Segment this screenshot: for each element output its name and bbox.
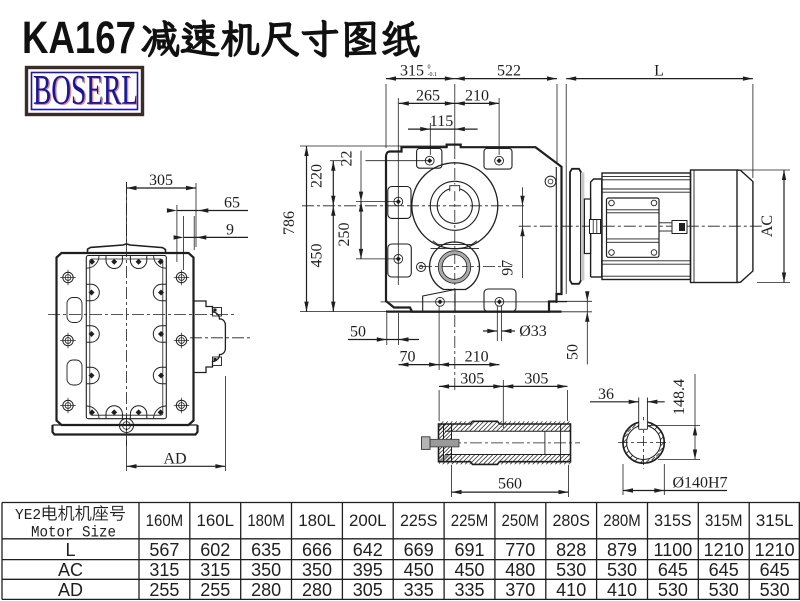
svg-text:280: 280 bbox=[251, 580, 281, 600]
svg-text:315: 315 bbox=[200, 560, 230, 580]
svg-text:YE2: YE2 bbox=[15, 508, 41, 524]
svg-text:BOSERL: BOSERL bbox=[34, 69, 139, 115]
svg-text:220: 220 bbox=[309, 164, 326, 188]
svg-text:36: 36 bbox=[598, 386, 614, 403]
svg-text:65: 65 bbox=[224, 195, 240, 212]
svg-text:9: 9 bbox=[226, 221, 234, 238]
svg-text:1210: 1210 bbox=[755, 540, 795, 560]
svg-text:305: 305 bbox=[460, 370, 484, 387]
svg-text:50: 50 bbox=[565, 344, 582, 360]
svg-text:395: 395 bbox=[353, 560, 383, 580]
svg-text:635: 635 bbox=[251, 540, 281, 560]
svg-text:305: 305 bbox=[353, 580, 383, 600]
svg-text:Ø140H7: Ø140H7 bbox=[672, 475, 727, 492]
svg-text:567: 567 bbox=[149, 540, 179, 560]
svg-text:450: 450 bbox=[454, 560, 484, 580]
svg-text:642: 642 bbox=[353, 540, 383, 560]
svg-text:669: 669 bbox=[404, 540, 434, 560]
svg-text:315M: 315M bbox=[705, 512, 743, 530]
svg-text:AD: AD bbox=[58, 580, 83, 600]
svg-text:335: 335 bbox=[404, 580, 434, 600]
svg-text:770: 770 bbox=[505, 540, 535, 560]
svg-text:160M: 160M bbox=[146, 512, 184, 530]
svg-text:350: 350 bbox=[251, 560, 281, 580]
svg-text:1100: 1100 bbox=[654, 540, 693, 560]
svg-text:522: 522 bbox=[497, 63, 521, 80]
svg-text:250: 250 bbox=[336, 223, 353, 247]
svg-text:-0.1: -0.1 bbox=[428, 72, 438, 78]
svg-text:22: 22 bbox=[339, 151, 356, 167]
svg-text:350: 350 bbox=[302, 560, 332, 580]
svg-text:50: 50 bbox=[350, 324, 366, 341]
svg-text:305: 305 bbox=[149, 172, 173, 189]
svg-text:450: 450 bbox=[404, 560, 434, 580]
svg-text:280S: 280S bbox=[552, 512, 590, 530]
svg-text:480: 480 bbox=[505, 560, 535, 580]
svg-text:530: 530 bbox=[607, 560, 637, 580]
svg-text:160L: 160L bbox=[197, 512, 235, 530]
svg-text:225S: 225S bbox=[400, 512, 438, 530]
svg-text:280: 280 bbox=[302, 580, 332, 600]
svg-text:560: 560 bbox=[498, 476, 522, 493]
svg-text:315S: 315S bbox=[654, 512, 692, 530]
svg-text:AC: AC bbox=[58, 560, 83, 580]
svg-text:280M: 280M bbox=[603, 512, 641, 530]
svg-text:255: 255 bbox=[149, 580, 179, 600]
svg-text:602: 602 bbox=[200, 540, 230, 560]
svg-text:530: 530 bbox=[760, 580, 790, 600]
svg-text:180L: 180L bbox=[298, 512, 336, 530]
svg-text:L: L bbox=[654, 63, 664, 80]
svg-text:786: 786 bbox=[281, 211, 298, 235]
svg-text:AC: AC bbox=[759, 215, 776, 237]
svg-text:315L: 315L bbox=[756, 512, 794, 530]
svg-text:0: 0 bbox=[428, 65, 431, 71]
svg-text:200L: 200L bbox=[349, 512, 387, 530]
svg-text:691: 691 bbox=[454, 540, 484, 560]
svg-text:97: 97 bbox=[499, 260, 516, 276]
svg-text:BOSERL: BOSERL bbox=[33, 68, 138, 114]
svg-text:KA167: KA167 bbox=[22, 12, 136, 63]
svg-text:225M: 225M bbox=[451, 512, 489, 530]
svg-text:180M: 180M bbox=[247, 512, 285, 530]
svg-text:305: 305 bbox=[524, 370, 548, 387]
svg-text:370: 370 bbox=[505, 580, 535, 600]
svg-text:255: 255 bbox=[200, 580, 230, 600]
svg-text:L: L bbox=[65, 540, 75, 560]
svg-text:530: 530 bbox=[658, 580, 688, 600]
svg-text:530: 530 bbox=[709, 580, 739, 600]
svg-text:410: 410 bbox=[607, 580, 637, 600]
svg-text:70: 70 bbox=[400, 349, 416, 366]
svg-text:645: 645 bbox=[658, 560, 688, 580]
svg-text:115: 115 bbox=[430, 113, 453, 130]
svg-text:AD: AD bbox=[163, 450, 186, 467]
svg-text:250M: 250M bbox=[502, 512, 540, 530]
svg-text:666: 666 bbox=[302, 540, 332, 560]
svg-text:828: 828 bbox=[556, 540, 586, 560]
svg-text:645: 645 bbox=[709, 560, 739, 580]
svg-text:Motor Size: Motor Size bbox=[31, 524, 116, 542]
svg-text:315: 315 bbox=[400, 63, 424, 80]
svg-text:450: 450 bbox=[309, 244, 326, 268]
svg-text:335: 335 bbox=[454, 580, 484, 600]
svg-text:Ø33: Ø33 bbox=[519, 323, 547, 340]
svg-text:645: 645 bbox=[760, 560, 790, 580]
svg-text:210: 210 bbox=[465, 87, 489, 104]
svg-text:410: 410 bbox=[556, 580, 586, 600]
svg-text:315: 315 bbox=[149, 560, 179, 580]
svg-text:530: 530 bbox=[556, 560, 586, 580]
svg-text:210: 210 bbox=[465, 349, 489, 366]
svg-text:265: 265 bbox=[416, 87, 440, 104]
svg-text:148.4: 148.4 bbox=[671, 379, 688, 415]
svg-text:1210: 1210 bbox=[704, 540, 744, 560]
svg-text:879: 879 bbox=[607, 540, 637, 560]
